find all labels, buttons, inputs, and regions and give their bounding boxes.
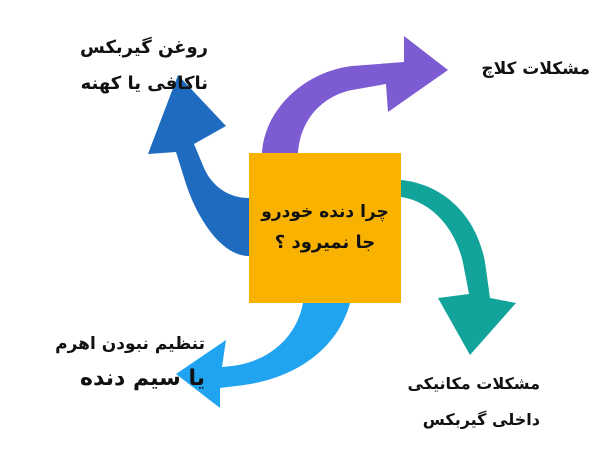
label-shift-lever-line-2: یا سیم دنده (80, 366, 205, 391)
label-internal-mechanical-line-2: داخلی گیربکس (422, 410, 540, 429)
arrow-bottom-right (401, 180, 516, 355)
center-question-line-1: چرا دنده خودرو (261, 202, 389, 222)
label-shift-lever-line-1: تنظیم نبودن اهرم (55, 334, 205, 354)
label-gearbox-oil-line-2: ناکافی یا کهنه (80, 73, 208, 94)
label-clutch-problems-line-1: مشکلات کلاچ (481, 59, 590, 79)
arrow-top-left (148, 75, 249, 256)
label-gearbox-oil: روغن گیربکس ناکافی یا کهنه (38, 30, 208, 102)
arrow-top-right (262, 36, 448, 153)
label-gearbox-oil-line-1: روغن گیربکس (80, 37, 208, 58)
arrow-bottom-left (176, 303, 350, 408)
label-internal-mechanical-problems: مشکلات مکانیکی داخلی گیربکس (380, 366, 540, 438)
label-shift-lever-adjustment: تنظیم نبودن اهرم یا سیم دنده (10, 327, 205, 397)
center-question-line-2: جا نمیرود ؟ (274, 232, 376, 253)
label-internal-mechanical-line-1: مشکلات مکانیکی (407, 374, 540, 393)
label-clutch-problems: مشکلات کلاچ (440, 54, 590, 84)
center-question-box: چرا دنده خودرو جا نمیرود ؟ (249, 153, 401, 303)
